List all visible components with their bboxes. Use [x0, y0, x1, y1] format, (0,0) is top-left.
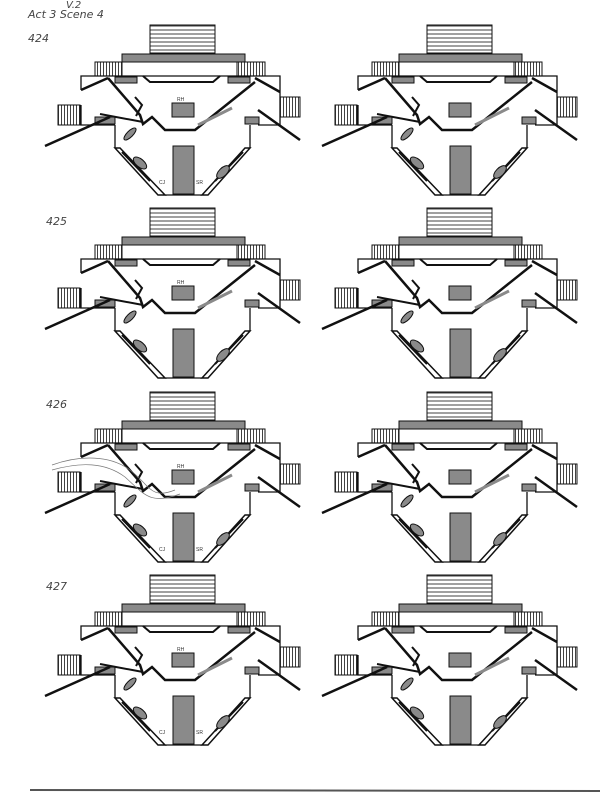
label-rh: RH	[177, 280, 185, 286]
cue-number: 427	[46, 580, 67, 593]
stage-diagram	[320, 390, 579, 564]
stage-diagram	[43, 573, 302, 747]
label-sr: SR	[196, 547, 203, 553]
label-sr: SR	[196, 730, 203, 736]
cue-number: 424	[28, 32, 49, 45]
label-rh: RH	[177, 97, 185, 103]
scene-title: Act 3 Scene 4	[28, 8, 104, 21]
movement-path	[51, 464, 181, 499]
scan-edge	[29, 789, 601, 792]
stage-diagram	[320, 573, 579, 747]
cue-number: 426	[46, 398, 67, 411]
movement-path	[51, 457, 176, 494]
label-rh: RH	[177, 647, 185, 653]
label-cj: CJ	[159, 730, 166, 736]
label-sr: SR	[196, 180, 203, 186]
label-rh: RH	[177, 464, 185, 470]
version-label: V.2	[66, 0, 82, 11]
stage-diagram	[43, 23, 302, 197]
stage-diagram	[320, 23, 579, 197]
label-cj: CJ	[159, 180, 166, 186]
cue-number: 425	[46, 215, 67, 228]
stage-diagram	[320, 206, 579, 380]
stage-diagram	[43, 390, 302, 564]
stage-diagram	[43, 206, 302, 380]
label-cj: CJ	[159, 547, 166, 553]
